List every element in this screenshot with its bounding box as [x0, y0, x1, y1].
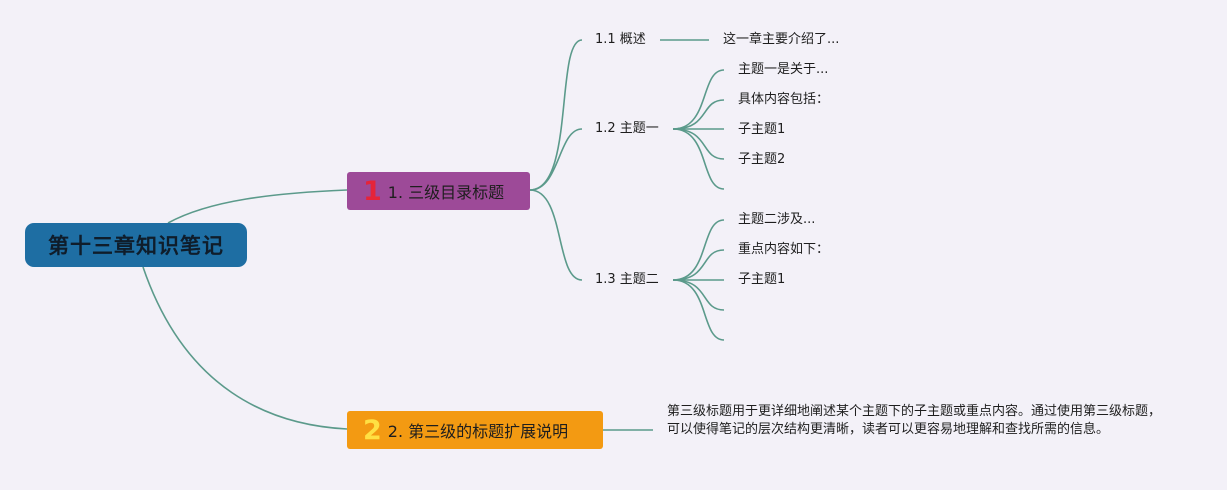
subtopic-1-1[interactable]: 1.1 概述 [595, 32, 646, 47]
branch-1-label: 1. 三级目录标题 [387, 183, 505, 202]
connector-sub2-child4 [672, 128, 725, 160]
connector-sub3-child2 [672, 249, 725, 281]
subtopic-1-3[interactable]: 1.3 主题二 [595, 272, 659, 287]
connector-sub2-child2 [672, 99, 725, 130]
root-topic-label: 第十三章知识笔记 [48, 234, 224, 258]
connector-sub2-child5 [672, 128, 725, 190]
leaf-1-2-1[interactable]: 主题一是关于... [738, 62, 829, 77]
connector-root-branch2 [142, 266, 348, 430]
connector-branch1-sub2 [529, 128, 583, 191]
connector-sub3-child4 [672, 279, 725, 311]
leaf-1-3-3[interactable]: 子主题1 [738, 272, 786, 287]
connector-sub3-child1 [672, 219, 725, 281]
leaf-1-3-2[interactable]: 重点内容如下： [738, 242, 830, 257]
subtopic-1-2[interactable]: 1.2 主题一 [595, 121, 659, 136]
leaf-1-3-1[interactable]: 主题二涉及... [738, 212, 816, 227]
leaf-1-2-3[interactable]: 子主题1 [738, 122, 786, 137]
number-1-marker: 1 [363, 175, 382, 207]
connector-root-branch1 [167, 189, 348, 224]
leaf-1-1-1[interactable]: 这一章主要介绍了... [723, 32, 840, 47]
connector-sub3-child5 [672, 279, 725, 341]
connector-sub2-child1 [672, 69, 725, 130]
branch-2-label: 2. 第三级的标题扩展说明 [387, 422, 569, 441]
root-topic[interactable]: 第十三章知识笔记 [25, 223, 247, 267]
branch-2-description[interactable]: 第三级标题用于更详细地阐述某个主题下的子主题或重点内容。通过使用第三级标题，可以… [667, 404, 1162, 437]
connector-branch1-sub3 [529, 189, 583, 281]
leaf-1-2-2[interactable]: 具体内容包括： [738, 92, 830, 107]
branch-1[interactable]: 1 1. 三级目录标题 [347, 172, 530, 210]
leaf-1-2-4[interactable]: 子主题2 [738, 152, 786, 167]
number-2-marker: 2 [363, 414, 382, 446]
branch-2[interactable]: 2 2. 第三级的标题扩展说明 [347, 411, 603, 449]
connector-branch1-sub1 [529, 39, 583, 191]
